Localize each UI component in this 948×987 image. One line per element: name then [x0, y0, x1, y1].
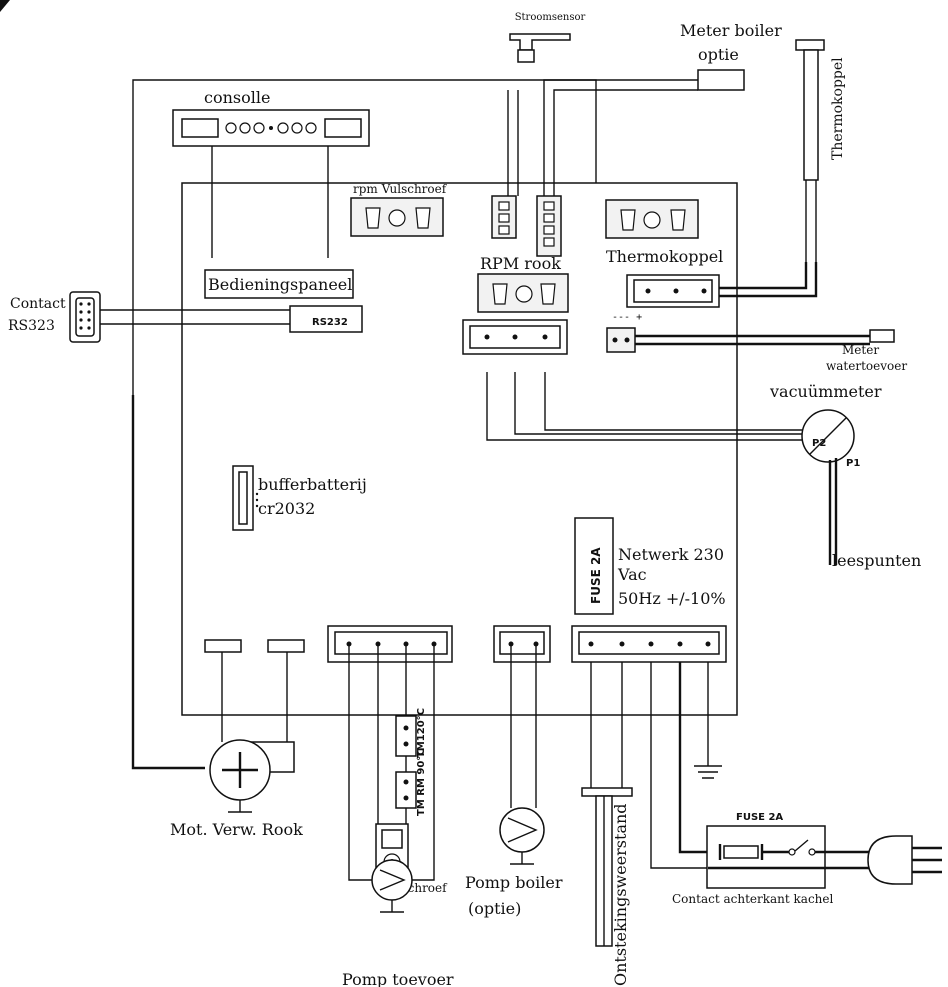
plug-wires [708, 850, 876, 870]
tm90-label: TM RM 90°C [416, 748, 427, 816]
meter-boiler-wire-2 [553, 89, 698, 196]
tm120-label: TM120°C [416, 708, 427, 758]
fan-motor-icon [209, 739, 295, 813]
contact-achterkant-label: Contact achterkant kachel [672, 892, 834, 906]
meter-water-label-1: Meter [842, 343, 879, 357]
db9-connector-icon [69, 291, 101, 343]
water-meter-connector [606, 327, 636, 353]
p1-label: P1 [846, 458, 860, 469]
boiler-pump-connector [493, 625, 551, 663]
buffer-label-2: cr2032 [258, 499, 315, 518]
consolle-icon [172, 109, 370, 147]
netwerk-label-1: Netwerk 230 [618, 545, 724, 564]
thermostat-120-icon [395, 715, 417, 757]
rear-fuse-switch-icon [718, 839, 816, 860]
pomp-boiler-label-1: Pomp boiler [465, 873, 563, 892]
buffer-label-1: bufferbatterij [258, 475, 367, 494]
rpm-rook-connector [477, 273, 569, 313]
p2-label: P2 [812, 438, 826, 449]
pomp-toevoer-label: Pomp toevoer [342, 970, 454, 987]
rpm-vulschroef-label: rpm Vulschroef [353, 182, 448, 196]
pomp-boiler-icon [499, 807, 545, 865]
pomp-toevoer-icon [371, 859, 413, 913]
consolle-wires [211, 146, 329, 258]
stroomsensor-icon [509, 33, 571, 63]
outer-loop-wire [132, 79, 597, 395]
netwerk-label-3: 50Hz +/-10% [618, 589, 726, 608]
water-meter-wires [635, 334, 870, 346]
fan-connector-1 [204, 639, 242, 653]
thermokoppel-wires [719, 262, 818, 298]
consolle-label: consolle [204, 88, 270, 107]
vacuum-wire-2 [514, 372, 812, 435]
fuse-contact-label: FUSE 2A [736, 812, 783, 823]
bedieningspaneel-box [204, 269, 354, 299]
vacuummeter-icon [801, 409, 855, 463]
meter-boiler-label-1: Meter boiler [680, 21, 782, 40]
board-fuse-box [574, 517, 614, 615]
thermostat-90-icon [395, 771, 417, 809]
mot-verw-rook-label: Mot. Verw. Rook [170, 820, 303, 839]
ontsteking-element-icon [581, 787, 633, 947]
contact-label-2: RS323 [8, 318, 55, 334]
vacuum-wire-3 [544, 372, 808, 431]
battery-holder-icon [232, 465, 259, 531]
ground-icon [694, 765, 722, 779]
rs232-label: RS232 [312, 317, 348, 328]
mains-connector-5pin [571, 625, 727, 663]
meter-boiler-label-2: optie [698, 45, 739, 64]
pomp-boiler-label-2: (optie) [468, 899, 521, 918]
rs232-wires [100, 309, 290, 325]
fan-connector-2 [267, 639, 305, 653]
thermokoppel-connector [626, 274, 720, 308]
rook-sensor-connector [536, 195, 562, 257]
meetpunten-wires [828, 458, 838, 565]
pomp-boiler-wires [510, 644, 537, 808]
rpm-vulschroef-connector [350, 197, 444, 237]
vacuum-wire-1 [486, 372, 812, 441]
stroomsensor-wire [507, 90, 519, 196]
thermokoppel-conn-label: Thermokoppel [606, 247, 723, 266]
ontsteking-label: Ontstekingsweerstand [611, 803, 630, 986]
vacuum-connector [462, 319, 568, 355]
rs232-box [289, 305, 363, 333]
fan-wires [221, 652, 288, 742]
polarity-label: --- + [612, 312, 642, 323]
upper-right-connector [605, 199, 699, 239]
stroomsensor-label: Stroomsensor [515, 12, 586, 23]
meter-water-label-2: watertoevoer [826, 359, 907, 373]
mains-plug-icon [867, 835, 942, 885]
pomp-toevoer-wire-left [348, 644, 372, 881]
ontsteking-wires [590, 662, 623, 788]
board-fuse-label: FUSE 2A [589, 547, 603, 604]
contact-label-1: Contact [10, 296, 66, 312]
rpm-rook-label: RPM rook [480, 254, 561, 273]
left-return-wire [131, 395, 205, 770]
meter-boiler-sensor-icon [697, 69, 745, 91]
vacuummeter-label: vacuümmeter [769, 382, 882, 401]
water-meter-sensor-icon [869, 329, 895, 343]
thermokoppel-probe-icon [795, 39, 825, 262]
bedieningspaneel-label: Bedieningspaneel [208, 275, 352, 294]
stroomsensor-connector [491, 195, 517, 239]
corner-mark [0, 0, 10, 12]
thermokoppel-probe-label: Thermokoppel [830, 57, 846, 160]
meter-boiler-wire [543, 79, 698, 196]
meetpunten-label: leespunten [832, 551, 921, 570]
netwerk-label-2: Vac [617, 565, 647, 584]
pomp-toevoer-wire-right [412, 644, 435, 881]
